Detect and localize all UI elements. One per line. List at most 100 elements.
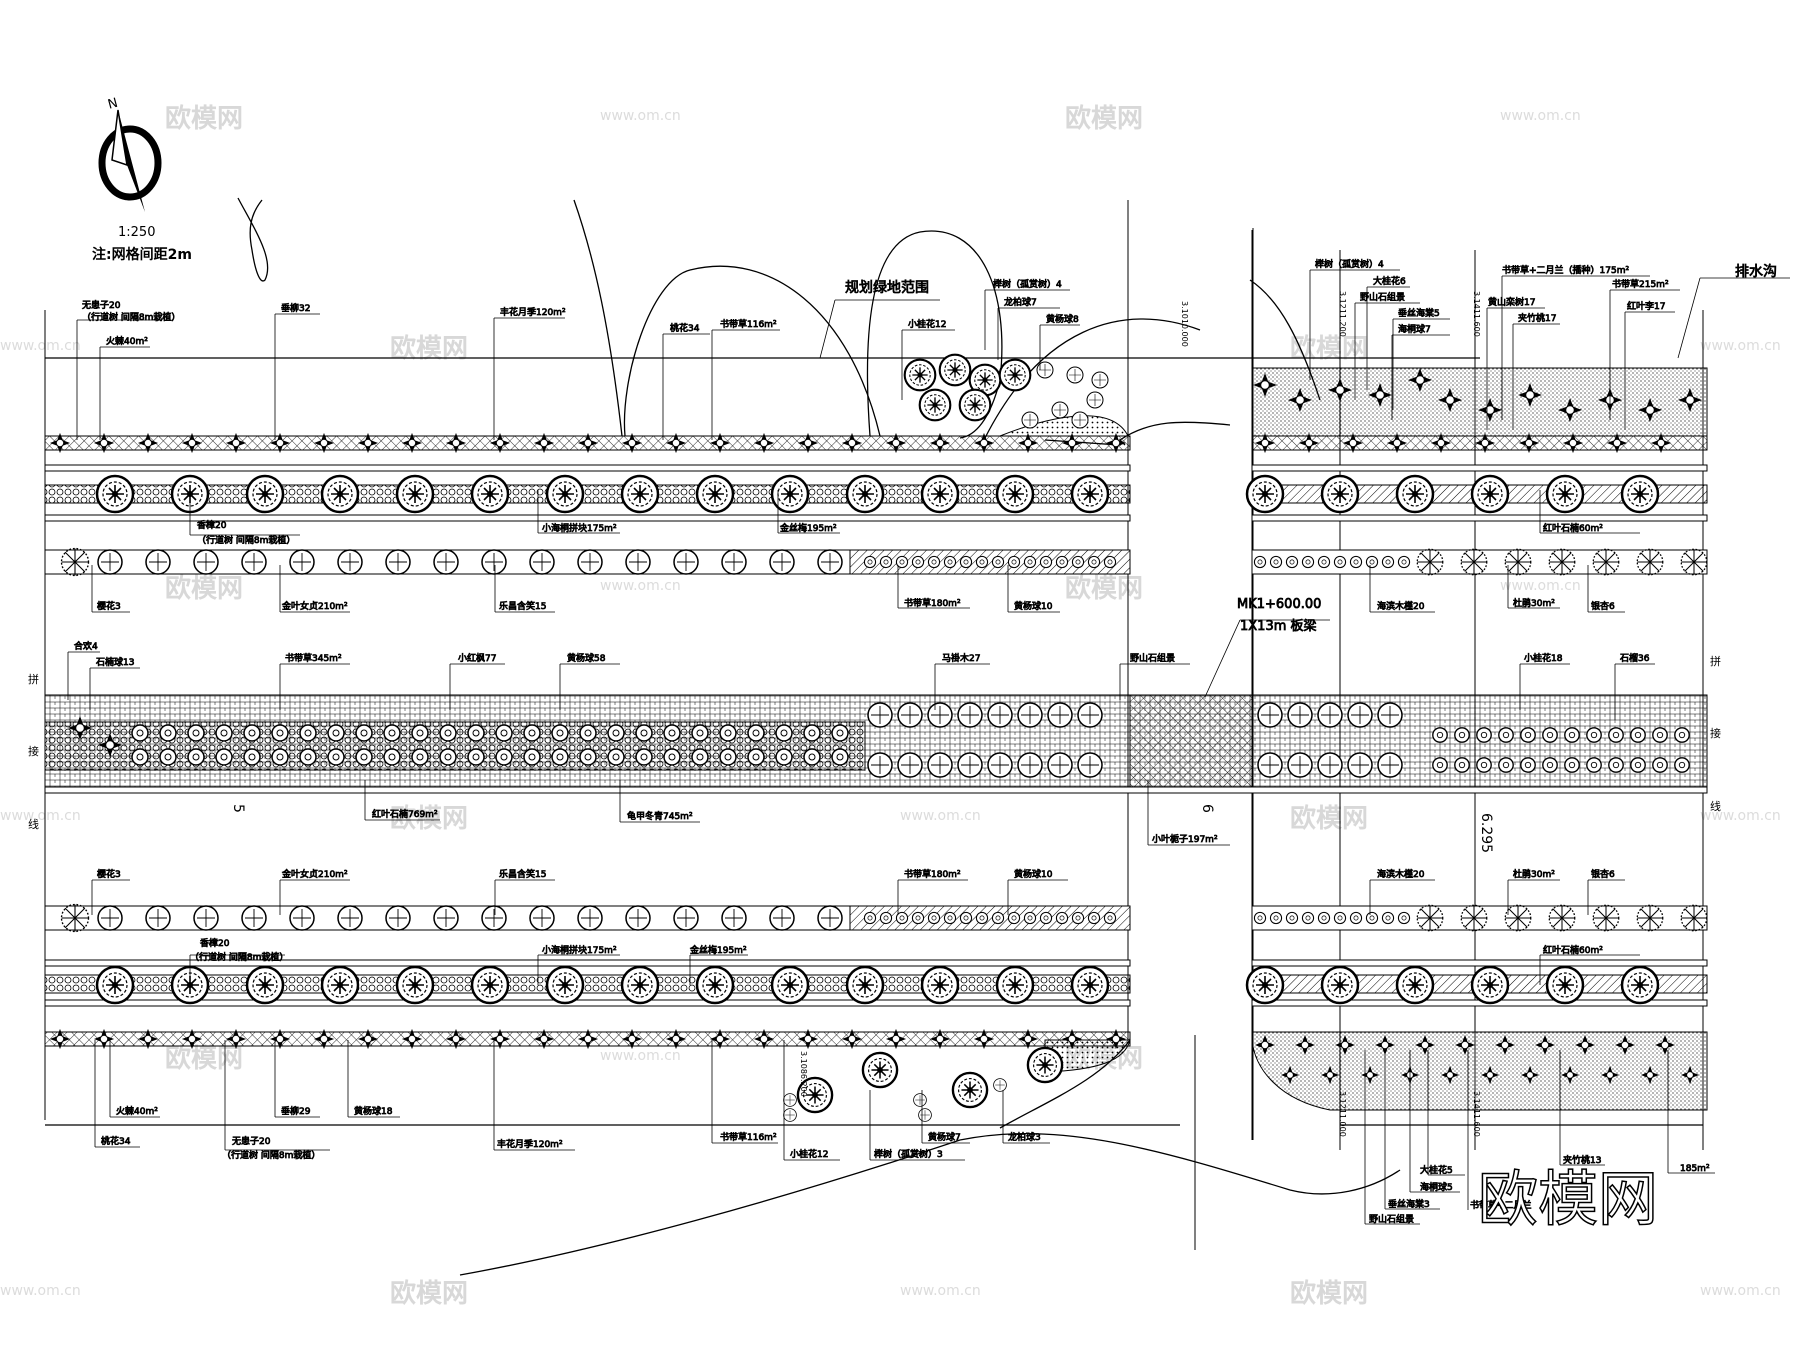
svg-text:石楠球13: 石楠球13: [96, 656, 134, 668]
tree-icon: [1017, 752, 1043, 778]
svg-text:3.1010.000: 3.1010.000: [1180, 301, 1189, 347]
svg-text:野山石组景: 野山石组景: [1369, 1213, 1414, 1225]
svg-text:3.1211.000: 3.1211.000: [1338, 1091, 1347, 1137]
shrub-icon: [1674, 727, 1690, 743]
tree-icon: [433, 549, 459, 575]
tree-icon: [1347, 752, 1373, 778]
shrub-icon: [243, 724, 261, 742]
shrub-icon: [1520, 757, 1536, 773]
tree-icon: [385, 905, 411, 931]
svg-text:欧模网: 欧模网: [1290, 1278, 1368, 1309]
svg-text:欧模网: 欧模网: [165, 1043, 243, 1074]
shrub-icon: [879, 911, 893, 925]
shrub-icon: [803, 724, 821, 742]
svg-text:欧模网: 欧模网: [1065, 573, 1143, 604]
svg-text:无患子20: 无患子20: [82, 299, 121, 311]
tree-icon: [1377, 752, 1403, 778]
shrub-icon: [1542, 727, 1558, 743]
svg-text:www.om.cn: www.om.cn: [600, 578, 681, 594]
svg-text:www.om.cn: www.om.cn: [900, 808, 981, 824]
tree-icon: [620, 965, 660, 1005]
tree-icon: [845, 474, 885, 514]
svg-text:www.om.cn: www.om.cn: [0, 1283, 81, 1299]
tree-icon: [1257, 702, 1283, 728]
shrub-icon: [1498, 727, 1514, 743]
shrub-icon: [1301, 555, 1315, 569]
shrub-icon: [863, 911, 877, 925]
tree-icon: [721, 549, 747, 575]
svg-text:欧模网: 欧模网: [165, 103, 243, 134]
svg-text:欧模网: 欧模网: [1065, 103, 1143, 134]
svg-text:www.om.cn: www.om.cn: [1700, 1283, 1781, 1299]
tree-icon: [1680, 548, 1708, 576]
shrub-icon: [523, 724, 541, 742]
svg-text:欧模网: 欧模网: [390, 333, 468, 364]
shrub-icon: [523, 748, 541, 766]
scale-label: 1:250: [118, 225, 155, 240]
tree-icon: [1026, 1046, 1064, 1084]
shrub-icon: [131, 724, 149, 742]
tree-icon: [861, 1051, 899, 1089]
shrub-icon: [1039, 555, 1053, 569]
shrub-icon: [1285, 911, 1299, 925]
shrub-icon: [495, 724, 513, 742]
svg-text:垂柳29: 垂柳29: [281, 1105, 311, 1117]
tree-icon: [957, 702, 983, 728]
shrub-icon: [1023, 555, 1037, 569]
tree-icon: [783, 1093, 797, 1107]
svg-text:垂丝海棠3: 垂丝海棠3: [1388, 1198, 1430, 1210]
shrub-icon: [243, 748, 261, 766]
tree-icon: [577, 549, 603, 575]
shrub-icon: [271, 724, 289, 742]
svg-text:垂柳32: 垂柳32: [281, 302, 310, 314]
svg-text:野山石组景: 野山石组景: [1360, 291, 1405, 303]
svg-text:欧模网: 欧模网: [390, 1278, 468, 1309]
shrub-icon: [831, 748, 849, 766]
tree-icon: [395, 965, 435, 1005]
shrub-icon: [1630, 757, 1646, 773]
svg-text:丰花月季120m²: 丰花月季120m²: [500, 306, 566, 318]
svg-text:海滨木槿20: 海滨木槿20: [1377, 600, 1425, 612]
tree-icon: [918, 1108, 932, 1122]
shrub-icon: [747, 748, 765, 766]
shrub-icon: [1253, 911, 1267, 925]
svg-text:www.om.cn: www.om.cn: [600, 108, 681, 124]
tree-icon: [1047, 702, 1073, 728]
shrub-icon: [1397, 911, 1411, 925]
shrub-icon: [1285, 555, 1299, 569]
tree-icon: [60, 547, 90, 577]
tree-icon: [289, 905, 315, 931]
svg-text:银杏6: 银杏6: [1591, 868, 1615, 880]
svg-text:拼: 拼: [1710, 654, 1721, 668]
svg-text:3.1211.200: 3.1211.200: [1338, 291, 1347, 337]
tree-icon: [337, 905, 363, 931]
tree-icon: [938, 353, 972, 387]
svg-text:3.1411.600: 3.1411.600: [1472, 291, 1481, 337]
tree-icon: [1036, 361, 1054, 379]
shrub-icon: [131, 748, 149, 766]
svg-text:书带草116m²: 书带草116m²: [720, 318, 777, 330]
shrub-icon: [991, 555, 1005, 569]
shrub-icon: [1103, 911, 1117, 925]
svg-text:欧模网: 欧模网: [1290, 803, 1368, 834]
tree-icon: [320, 474, 360, 514]
shrub-icon: [1365, 911, 1379, 925]
tree-icon: [620, 474, 660, 514]
tree-icon: [1051, 401, 1069, 419]
svg-text:野山石组景: 野山石组景: [1130, 652, 1175, 664]
svg-text:黄杨球8: 黄杨球8: [1046, 313, 1079, 325]
shrub-icon: [467, 724, 485, 742]
shrub-icon: [1498, 757, 1514, 773]
tree-icon: [1320, 474, 1360, 514]
svg-text:小海桐拼块175m²: 小海桐拼块175m²: [542, 522, 617, 534]
shrub-icon: [1454, 757, 1470, 773]
shrub-icon: [607, 748, 625, 766]
shrub-icon: [495, 748, 513, 766]
svg-text:www.om.cn: www.om.cn: [1700, 808, 1781, 824]
tree-icon: [1071, 411, 1089, 429]
svg-text:海滨木槿20: 海滨木槿20: [1377, 868, 1425, 880]
shrub-icon: [691, 748, 709, 766]
shrub-icon: [911, 555, 925, 569]
tree-icon: [958, 388, 992, 422]
shrub-icon: [1476, 757, 1492, 773]
